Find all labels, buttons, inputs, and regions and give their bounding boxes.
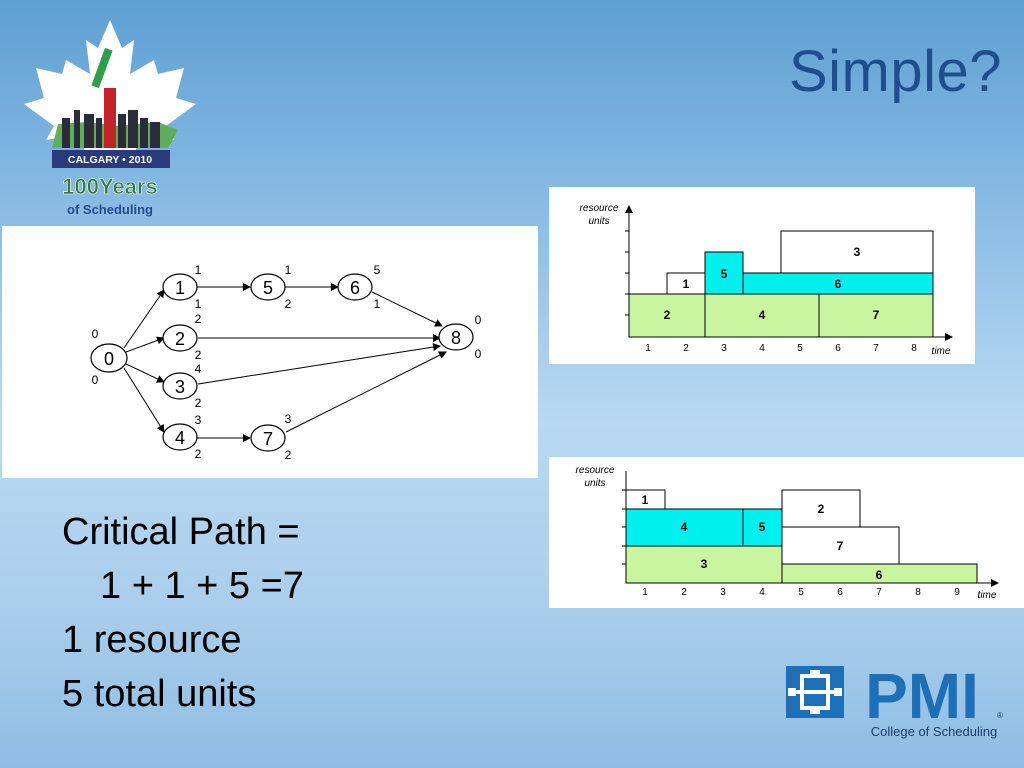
gantt-top-xlabel: time xyxy=(932,346,951,357)
node-6-top: 5 xyxy=(374,263,381,277)
gantt-top-tick: 5 xyxy=(797,343,803,354)
gantt-top-task-6: 6 xyxy=(835,277,842,291)
node-0: 0 xyxy=(104,349,114,369)
gantt-top-tick: 3 xyxy=(721,343,727,354)
node-4: 4 xyxy=(175,428,185,448)
text-line-1: Critical Path = xyxy=(62,511,300,553)
gantt-top-task-7: 7 xyxy=(873,308,880,322)
pmi-registered: ® xyxy=(997,711,1003,720)
node-2: 2 xyxy=(175,329,185,349)
gantt-top-task-5: 5 xyxy=(721,267,728,281)
gantt-top-task-4: 4 xyxy=(759,308,766,322)
node-2-bottom: 2 xyxy=(195,348,202,362)
logo-line3: & Beyond xyxy=(122,100,169,111)
gantt-top-task-2: 2 xyxy=(664,308,671,322)
text-line-3: 1 resource xyxy=(62,619,242,661)
gantt-bottom-tick: 3 xyxy=(720,587,726,598)
logo-city: CALGARY • 2010 xyxy=(68,154,152,166)
node-5-bottom: 2 xyxy=(285,297,292,311)
logo-sub: of Scheduling xyxy=(67,202,153,217)
gantt-top-ylabel: resource xyxy=(580,203,619,214)
node-4-bottom: 2 xyxy=(195,447,202,461)
node-8-bottom: 0 xyxy=(475,347,482,361)
gantt-top-tick: 4 xyxy=(759,343,765,354)
node-8-top: 0 xyxy=(475,313,482,327)
gantt-bottom-task-3: 3 xyxy=(701,557,708,571)
gantt-bottom-task-1: 1 xyxy=(642,493,649,507)
gantt-bottom-task-7: 7 xyxy=(837,539,844,553)
node-7: 7 xyxy=(263,429,273,449)
gantt-bottom-tick: 9 xyxy=(954,587,960,598)
node-3-top: 4 xyxy=(195,362,202,376)
gantt-bottom-tick: 7 xyxy=(876,587,882,598)
text-line-2: 1 + 1 + 5 =7 xyxy=(100,565,304,607)
gantt-top-task-3: 3 xyxy=(854,245,861,259)
gantt-bottom-xlabel: time xyxy=(978,590,997,601)
resource-chart-bottom: resource units 3 6 4 5 1 7 xyxy=(549,457,1024,608)
gantt-top-tick: 7 xyxy=(873,343,879,354)
pmi-mark: PMI xyxy=(865,662,979,732)
node-4-top: 3 xyxy=(195,413,202,427)
node-7-top: 3 xyxy=(285,412,292,426)
gantt-top-tick: 2 xyxy=(683,343,689,354)
slide-title: Simple? xyxy=(788,39,1002,104)
node-0-bottom: 0 xyxy=(92,373,99,387)
pmi-sub: College of Scheduling xyxy=(871,724,997,739)
gantt-top-tick: 8 xyxy=(911,343,917,354)
node-1-top: 1 xyxy=(195,263,202,277)
node-8: 8 xyxy=(451,328,461,348)
pmi-logo: PMI ® College of Scheduling xyxy=(786,662,1003,739)
gantt-bottom-task-4: 4 xyxy=(681,520,688,534)
gantt-top-task-1: 1 xyxy=(683,277,690,291)
node-3: 3 xyxy=(175,377,185,397)
node-6: 6 xyxy=(350,278,360,298)
node-0-top: 0 xyxy=(92,327,99,341)
gantt-bottom-task-5: 5 xyxy=(759,520,766,534)
logo-line1: Gantt xyxy=(132,76,159,87)
critical-path-text: Critical Path = 1 + 1 + 5 =7 1 resource … xyxy=(62,505,304,721)
svg-text:units: units xyxy=(584,478,605,489)
gantt-bottom-tick: 2 xyxy=(681,587,687,598)
node-1: 1 xyxy=(175,278,185,298)
gantt-bottom-tick: 4 xyxy=(759,587,765,598)
resource-chart-top: resource units 2 4 7 1 5 6 xyxy=(549,187,975,364)
gantt-bottom-tick: 8 xyxy=(915,587,921,598)
node-5: 5 xyxy=(263,278,273,298)
svg-text:units: units xyxy=(588,216,609,227)
gantt-bottom-task-6: 6 xyxy=(876,568,883,582)
node-7-bottom: 2 xyxy=(285,448,292,462)
gantt-bottom-ylabel: resource xyxy=(576,465,615,476)
gantt-bottom-task-2: 2 xyxy=(818,502,825,516)
node-2-top: 2 xyxy=(195,312,202,326)
network-diagram: 0 1 2 3 4 5 6 7 8 0 0 1 1 2 2 4 2 3 2 1 … xyxy=(2,226,538,478)
text-line-4: 5 total units xyxy=(62,673,257,715)
node-6-bottom: 1 xyxy=(374,297,381,311)
gantt-bottom-tick: 1 xyxy=(642,587,648,598)
calgary-logo: Gantt CPM & Beyond CALGARY • 2010 100Yea… xyxy=(24,20,196,217)
gantt-bottom-tick: 6 xyxy=(837,587,843,598)
node-3-bottom: 2 xyxy=(195,396,202,410)
gantt-top-tick: 6 xyxy=(835,343,841,354)
logo-years: 100Years xyxy=(62,174,157,199)
node-5-top: 1 xyxy=(285,263,292,277)
logo-line2: CPM xyxy=(128,88,150,99)
gantt-top-tick: 1 xyxy=(645,343,651,354)
gantt-bottom-tick: 5 xyxy=(798,587,804,598)
node-1-bottom: 1 xyxy=(195,297,202,311)
